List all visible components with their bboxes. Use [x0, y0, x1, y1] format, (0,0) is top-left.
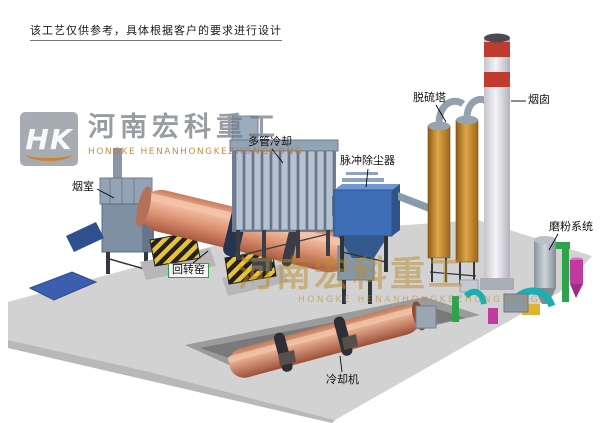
yellow-box — [522, 304, 540, 315]
cooler-support — [278, 350, 296, 366]
chimney-red-band — [484, 72, 510, 87]
label-grinding-system: 磨粉系统 — [549, 220, 593, 233]
feed-chute — [66, 222, 104, 252]
magenta-unit — [488, 308, 498, 324]
cooler-tubes — [235, 150, 334, 231]
cooler-support — [342, 334, 358, 350]
cyan-duct — [463, 288, 487, 305]
green-pipe — [562, 246, 569, 302]
disclaimer-text: 该工艺仅供参考，具体根据客户的要求进行设计 — [30, 22, 282, 41]
magenta-cyclone — [570, 260, 583, 284]
label-multi-tube-cooler: 多管冷却 — [248, 135, 292, 148]
cooler-top-box — [231, 115, 259, 143]
chimney-red-band — [484, 42, 510, 57]
pulse-manifold — [342, 178, 384, 182]
label-smoke-chamber: 烟室 — [72, 180, 94, 193]
collector-hopper — [338, 236, 388, 258]
separator-cylinder — [534, 240, 556, 288]
label-cooling-machine: 冷却机 — [326, 373, 359, 386]
cooler-discharge-box — [415, 305, 437, 329]
blue-mat — [28, 271, 98, 301]
smoke-chamber-stack — [113, 148, 122, 194]
mill-box — [503, 293, 529, 313]
kiln-drive-motor — [252, 258, 272, 271]
pulse-manifold — [346, 172, 378, 175]
label-leader-lines — [96, 100, 559, 373]
cooling-machine — [227, 301, 437, 378]
pulse-dust-collector — [333, 172, 434, 272]
grinding-system — [452, 236, 583, 324]
tower-duct — [435, 97, 466, 125]
label-chimney: 烟囱 — [528, 93, 550, 106]
chimney — [480, 33, 514, 290]
label-pulse-dust-collector: 脉冲除尘器 — [340, 154, 395, 167]
label-desulfurization-tower: 脱硫塔 — [413, 91, 446, 104]
multi-tube-cooler — [229, 115, 342, 260]
label-rotary-kiln: 回转窑 — [168, 263, 209, 278]
collector-outlet-duct — [398, 192, 434, 214]
green-pipe — [452, 296, 459, 322]
